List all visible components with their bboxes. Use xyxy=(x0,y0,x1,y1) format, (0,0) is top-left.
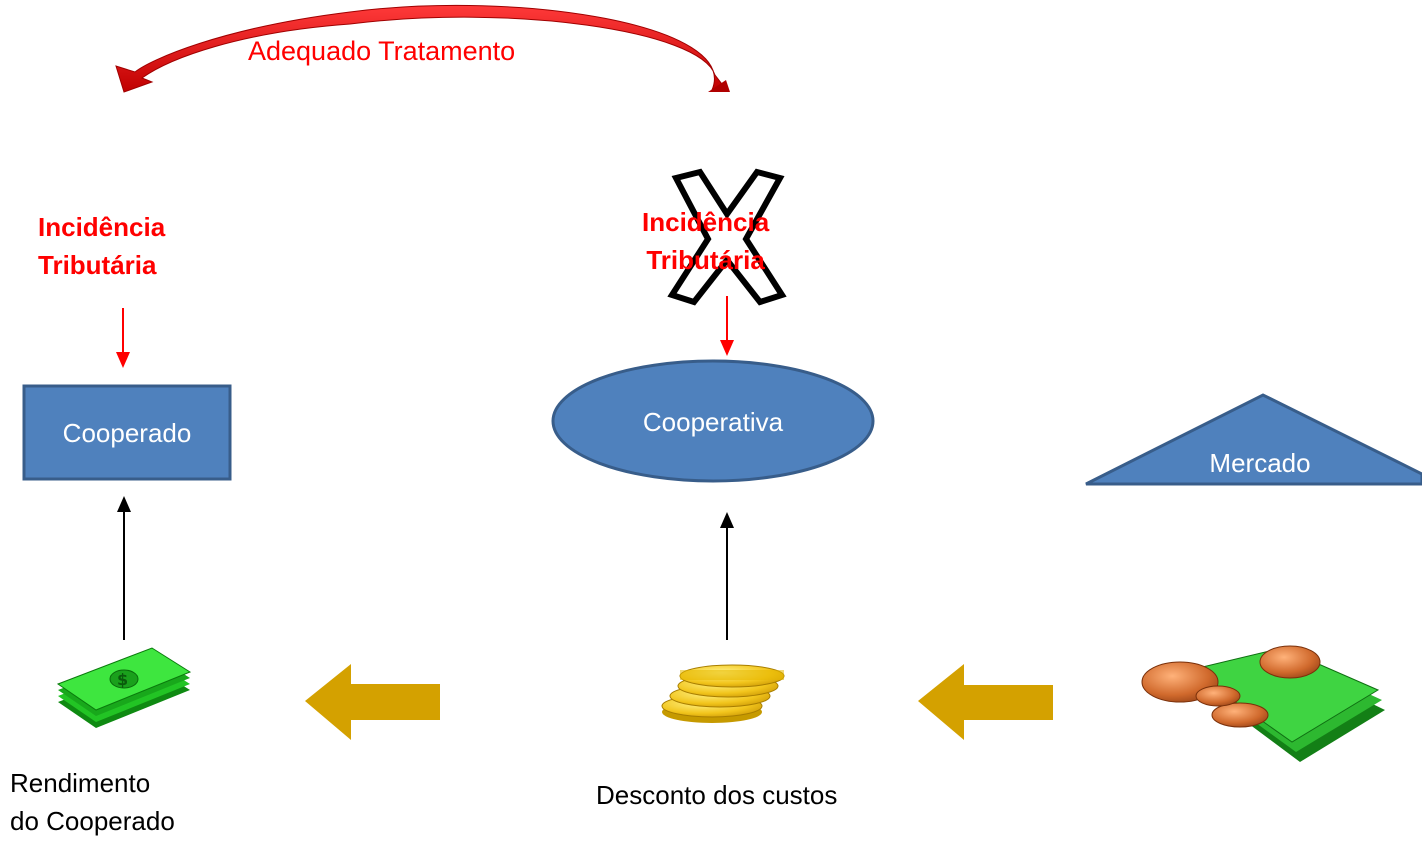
rendimento-up-arrow xyxy=(117,496,131,640)
cooperativa-ellipse xyxy=(551,359,875,483)
left-incidence-label: Incidência Tributária xyxy=(38,208,165,284)
center-incidence-line1: Incidência xyxy=(642,207,770,237)
center-incidence-line2: Tributária xyxy=(646,245,765,275)
money-coins-icon xyxy=(1141,645,1385,762)
flow-arrow-left xyxy=(305,664,440,740)
center-incidence-label: Incidência Tributária xyxy=(642,203,769,279)
arc-label: Adequado Tratamento xyxy=(248,36,516,66)
rendimento-caption: Rendimento do Cooperado xyxy=(10,764,175,840)
money-bills-icon: $ xyxy=(56,647,192,728)
cooperado-box xyxy=(22,384,232,481)
left-tax-arrow xyxy=(116,308,130,368)
mercado-label: Mercado xyxy=(1209,448,1311,478)
gold-coins-icon xyxy=(661,664,785,723)
flow-arrow-right xyxy=(918,664,1053,740)
cooperado-label: Cooperado xyxy=(62,418,192,448)
desconto-up-arrow xyxy=(720,512,734,640)
center-tax-arrow xyxy=(720,296,734,356)
cross-out-x-icon xyxy=(667,168,787,306)
rendimento-line1: Rendimento xyxy=(10,768,151,798)
cooperativa-label: Cooperativa xyxy=(642,407,784,437)
mercado-triangle xyxy=(1085,393,1422,486)
left-incidence-line2: Tributária xyxy=(38,250,157,280)
left-incidence-line1: Incidência xyxy=(38,212,166,242)
desconto-caption: Desconto dos custos xyxy=(596,780,838,810)
rendimento-line2: do Cooperado xyxy=(10,806,175,836)
svg-text:$: $ xyxy=(117,670,128,689)
adequado-tratamento-arc-arrow xyxy=(115,4,730,93)
